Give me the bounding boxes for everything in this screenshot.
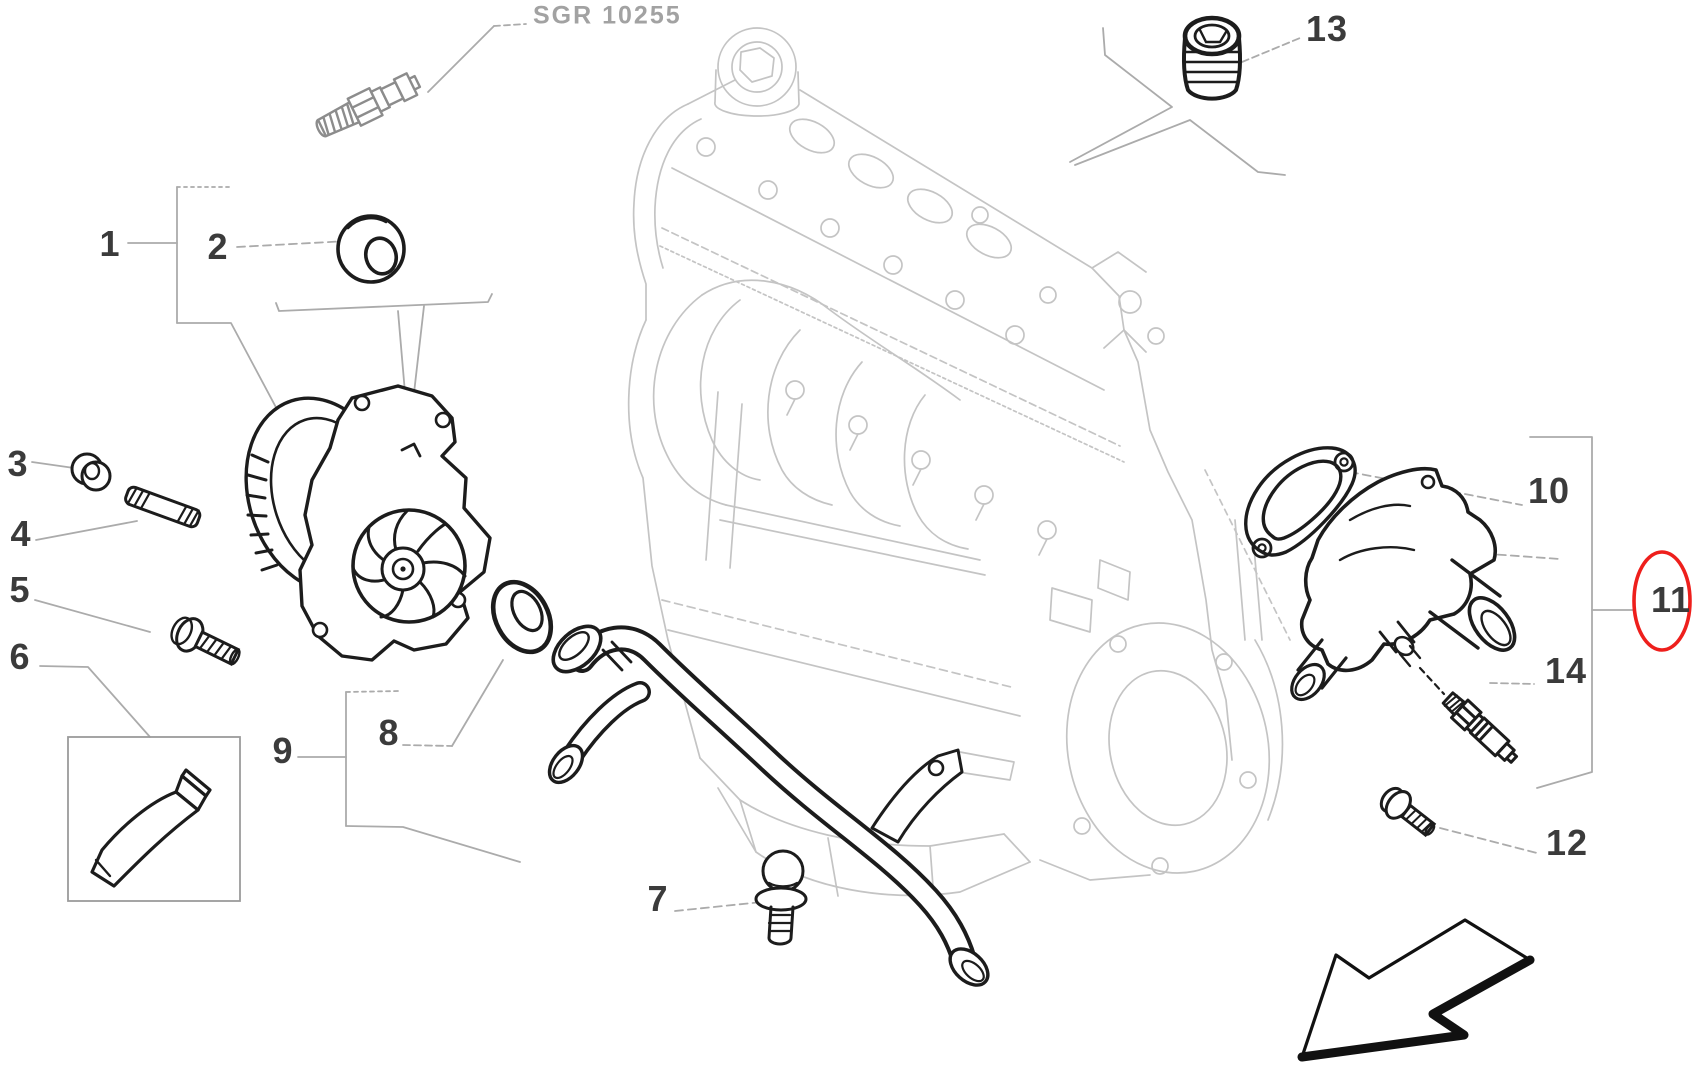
callout-12[interactable]: 12 — [1545, 822, 1589, 863]
o-ring-part8[interactable] — [482, 572, 563, 662]
callout-10[interactable]: 10 — [1527, 470, 1571, 511]
bolt-part12[interactable] — [1376, 783, 1442, 844]
callout-1[interactable]: 1 — [99, 223, 121, 264]
callout-3[interactable]: 3 — [7, 443, 29, 484]
bolt-part7[interactable] — [754, 849, 808, 946]
callout-4[interactable]: 4 — [10, 513, 32, 554]
callout-8[interactable]: 8 — [378, 712, 400, 753]
highlight-ellipse-part11 — [1632, 550, 1692, 652]
callout-9[interactable]: 9 — [272, 730, 294, 771]
temp-sensor-part14[interactable] — [1440, 689, 1522, 768]
callout-7[interactable]: 7 — [647, 878, 669, 919]
nut-part3[interactable] — [70, 452, 112, 492]
threaded-plug-part13[interactable] — [1182, 15, 1242, 101]
direction-arrow — [1297, 918, 1535, 1062]
water-pump-part1[interactable] — [222, 378, 492, 662]
callout-11[interactable]: 11 — [1650, 579, 1692, 620]
reference-code: SGR 10255 — [533, 1, 682, 30]
coolant-pipe-part9[interactable] — [543, 618, 995, 992]
callout-2[interactable]: 2 — [207, 226, 229, 267]
engine-block-drawing — [627, 27, 1291, 901]
callout-6[interactable]: 6 — [9, 636, 31, 677]
stud-part4[interactable] — [124, 485, 202, 529]
sgr-temp-sensor-drawing[interactable] — [312, 68, 424, 143]
sealant-tube-part6[interactable] — [67, 736, 241, 902]
bolt-part5[interactable] — [166, 612, 245, 674]
callout-5[interactable]: 5 — [9, 569, 31, 610]
gasket-part10[interactable] — [1244, 446, 1357, 559]
callout-13[interactable]: 13 — [1305, 8, 1349, 49]
seal-grommet-part2[interactable] — [336, 214, 406, 284]
thermostat-housing-part11[interactable] — [1285, 466, 1523, 706]
callout-14[interactable]: 14 — [1544, 650, 1588, 691]
